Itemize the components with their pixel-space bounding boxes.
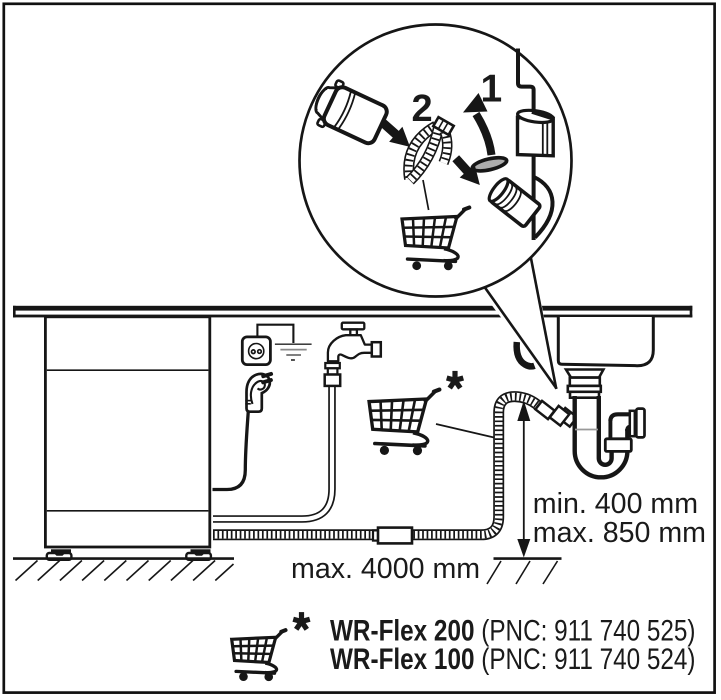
svg-text:WR-Flex 100 (PNC: 911 740 524): WR-Flex 100 (PNC: 911 740 524)	[330, 643, 696, 676]
svg-text:1: 1	[481, 68, 503, 111]
svg-text:2: 2	[412, 88, 433, 130]
svg-text:max. 850 mm: max. 850 mm	[533, 517, 706, 549]
svg-text:WR-Flex 200 (PNC: 911 740 525): WR-Flex 200 (PNC: 911 740 525)	[330, 614, 696, 647]
svg-text:min. 400 mm: min. 400 mm	[533, 488, 698, 520]
svg-text:max. 4000 mm: max. 4000 mm	[291, 553, 480, 585]
